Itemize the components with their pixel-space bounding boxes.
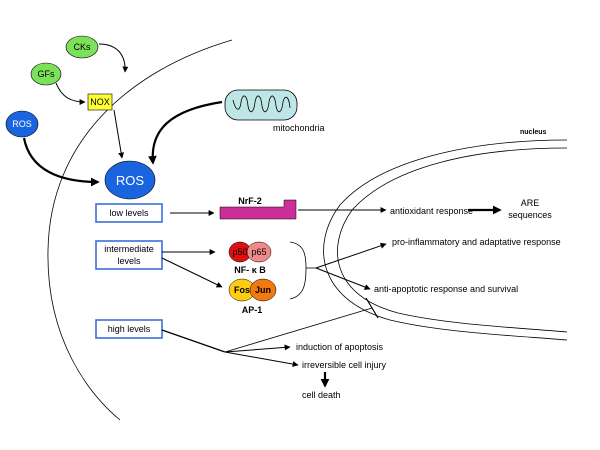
fos-label: Fos [234, 285, 250, 295]
proinflammatory-label: pro-inflammatory and adaptative response [392, 237, 561, 247]
arrow-cks-nox [98, 43, 129, 73]
nox-rect [87, 93, 113, 111]
transcription-factor-brace [289, 241, 307, 300]
ros-small-label: ROS [12, 119, 32, 129]
ros-intracellular-node: ROS [104, 160, 156, 200]
arrow-to-injury [224, 351, 299, 368]
gfs-node: GFs [30, 62, 62, 86]
apoptosis-label: induction of apoptosis [296, 342, 384, 352]
high-levels-label: high levels [108, 324, 151, 334]
cks-node: CKs [65, 35, 99, 59]
ros-small-ellipse [5, 110, 39, 138]
mitochondria-node: mitochondria [224, 89, 325, 133]
high-levels-box: high levels [95, 319, 163, 339]
nfkb-node: p50 p65 NF- κ B [228, 241, 272, 275]
injury-label: irreversible cell injury [302, 360, 387, 370]
high-levels-rect [95, 319, 163, 339]
ros-extracellular-node: ROS [5, 110, 39, 138]
cell-membrane [47, 39, 233, 421]
intermediate-levels-box: intermediate levels [95, 240, 163, 270]
p65-ellipse [246, 241, 272, 263]
ap1-label: AP-1 [242, 305, 263, 315]
nox-label: NOX [90, 97, 110, 107]
jun-ellipse [249, 278, 277, 302]
nfkb-label: NF- κ B [234, 265, 266, 275]
arrow-nox-ros [113, 109, 125, 159]
mitochondria-shape [224, 89, 298, 121]
nuclear-envelope-outer [323, 139, 568, 341]
arrow-to-apoptosis [224, 344, 291, 353]
ros-big-ellipse [104, 160, 156, 200]
mitochondria-cristae [232, 95, 291, 113]
ap1-node: Fos Jun AP-1 [228, 278, 277, 315]
low-levels-box: low levels [95, 203, 163, 223]
inhibition-line [224, 307, 373, 353]
cks-label: CKs [73, 42, 91, 52]
nrf2-label: NrF-2 [238, 196, 262, 206]
arrow-to-proinflammatory [315, 242, 387, 269]
nrf2-shape [219, 199, 297, 220]
antioxidant-label: antioxidant response [390, 206, 473, 216]
are-label-line1: ARE [521, 198, 540, 208]
intermediate-label-line1: intermediate [104, 244, 154, 254]
inhibition-bar [365, 297, 379, 319]
p65-label: p65 [251, 247, 266, 257]
antiapoptotic-label: anti-apoptotic response and survival [374, 284, 518, 294]
arrow-to-antiapoptotic [315, 267, 371, 290]
jun-label: Jun [255, 285, 271, 295]
are-label-line2: sequences [508, 210, 552, 220]
ros-big-label: ROS [116, 173, 145, 188]
nucleus-label: nucleus [520, 129, 547, 136]
gfs-ellipse [30, 62, 62, 86]
arrow-ros-small-ros [22, 137, 100, 187]
death-label: cell death [302, 390, 341, 400]
intermediate-levels-rect [95, 240, 163, 270]
high-levels-line [161, 329, 226, 353]
p50-label: p50 [232, 247, 247, 257]
nox-node: NOX [87, 93, 113, 111]
arrow-intermediate-ap1 [161, 257, 223, 288]
arrow-gfs-nox [55, 82, 86, 105]
low-levels-rect [95, 203, 163, 223]
arrow-mito-ros [147, 100, 223, 165]
gfs-label: GFs [38, 69, 55, 79]
mitochondria-label: mitochondria [273, 123, 325, 133]
intermediate-label-line2: levels [117, 256, 141, 266]
nrf2-node: NrF-2 [219, 196, 297, 220]
low-levels-label: low levels [109, 208, 149, 218]
cks-ellipse [65, 35, 99, 59]
